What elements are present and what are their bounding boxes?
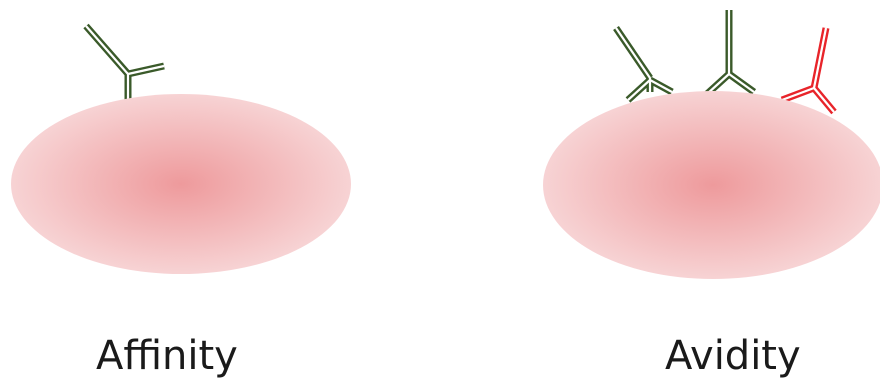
- antibody-icon: [86, 26, 164, 100]
- cell-ellipse-icon: [11, 94, 351, 274]
- avidity-panel: [543, 10, 880, 279]
- cell-ellipse-icon: [543, 91, 880, 279]
- affinity-caption: Affinity: [96, 336, 238, 376]
- antibody-icon: [707, 10, 754, 94]
- antibody-icon: [782, 28, 834, 112]
- avidity-caption: Avidity: [665, 336, 801, 376]
- affinity-panel: [11, 26, 351, 274]
- antibody-icon: [616, 28, 672, 100]
